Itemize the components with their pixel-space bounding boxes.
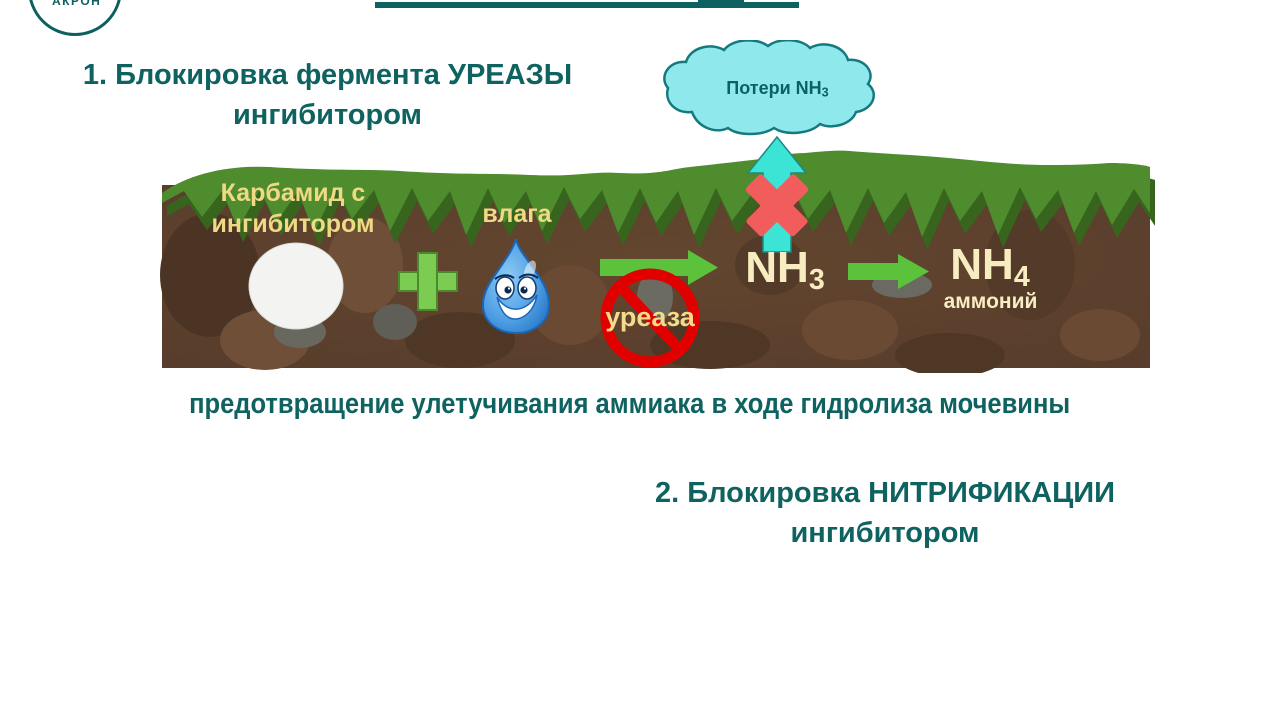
nh4-label: NH4 [950,240,1030,294]
slide-title-cutoff [698,0,744,2]
white-fertilizer-granule [248,242,344,330]
step2-heading-line2: ингибитором [790,517,980,549]
caption-text: предотвращение улетучивания аммиака в хо… [189,388,1071,420]
step1-heading-line2: ингибитором [232,99,423,131]
step2-heading: 2. Блокировка НИТРИФИКАЦИИ ингибитором [615,473,1155,553]
urease-label: уреаза [605,302,695,332]
plus-icon [398,252,458,311]
soil-scene [160,150,1155,373]
nh3-label: NH3 [745,243,825,297]
green-right-arrow-2 [848,254,929,289]
slide-title-underline [375,2,799,8]
red-x-mark [745,174,809,237]
caption: предотвращение улетучивания аммиака в хо… [90,388,1170,421]
loss-cloud [663,40,875,136]
step1-heading-line1: 1. Блокировка фермента УРЕАЗЫ [82,59,573,91]
acron-logo-text: АКРОН [52,0,102,8]
cloud-label: Потери NH3 [726,78,829,100]
moisture-label: влага [482,200,552,228]
urea-granule-label: Карбамид с ингибитором [211,179,375,238]
step1-heading: 1. Блокировка фермента УРЕАЗЫ ингибиторо… [55,55,600,135]
prohibition-sign [600,268,700,368]
step2-heading-line1: 2. Блокировка НИТРИФИКАЦИИ [655,477,1115,509]
ammonia-loss-overlay [663,40,875,253]
ammonium-label: аммоний [943,290,1038,313]
smiling-water-drop [481,238,551,335]
